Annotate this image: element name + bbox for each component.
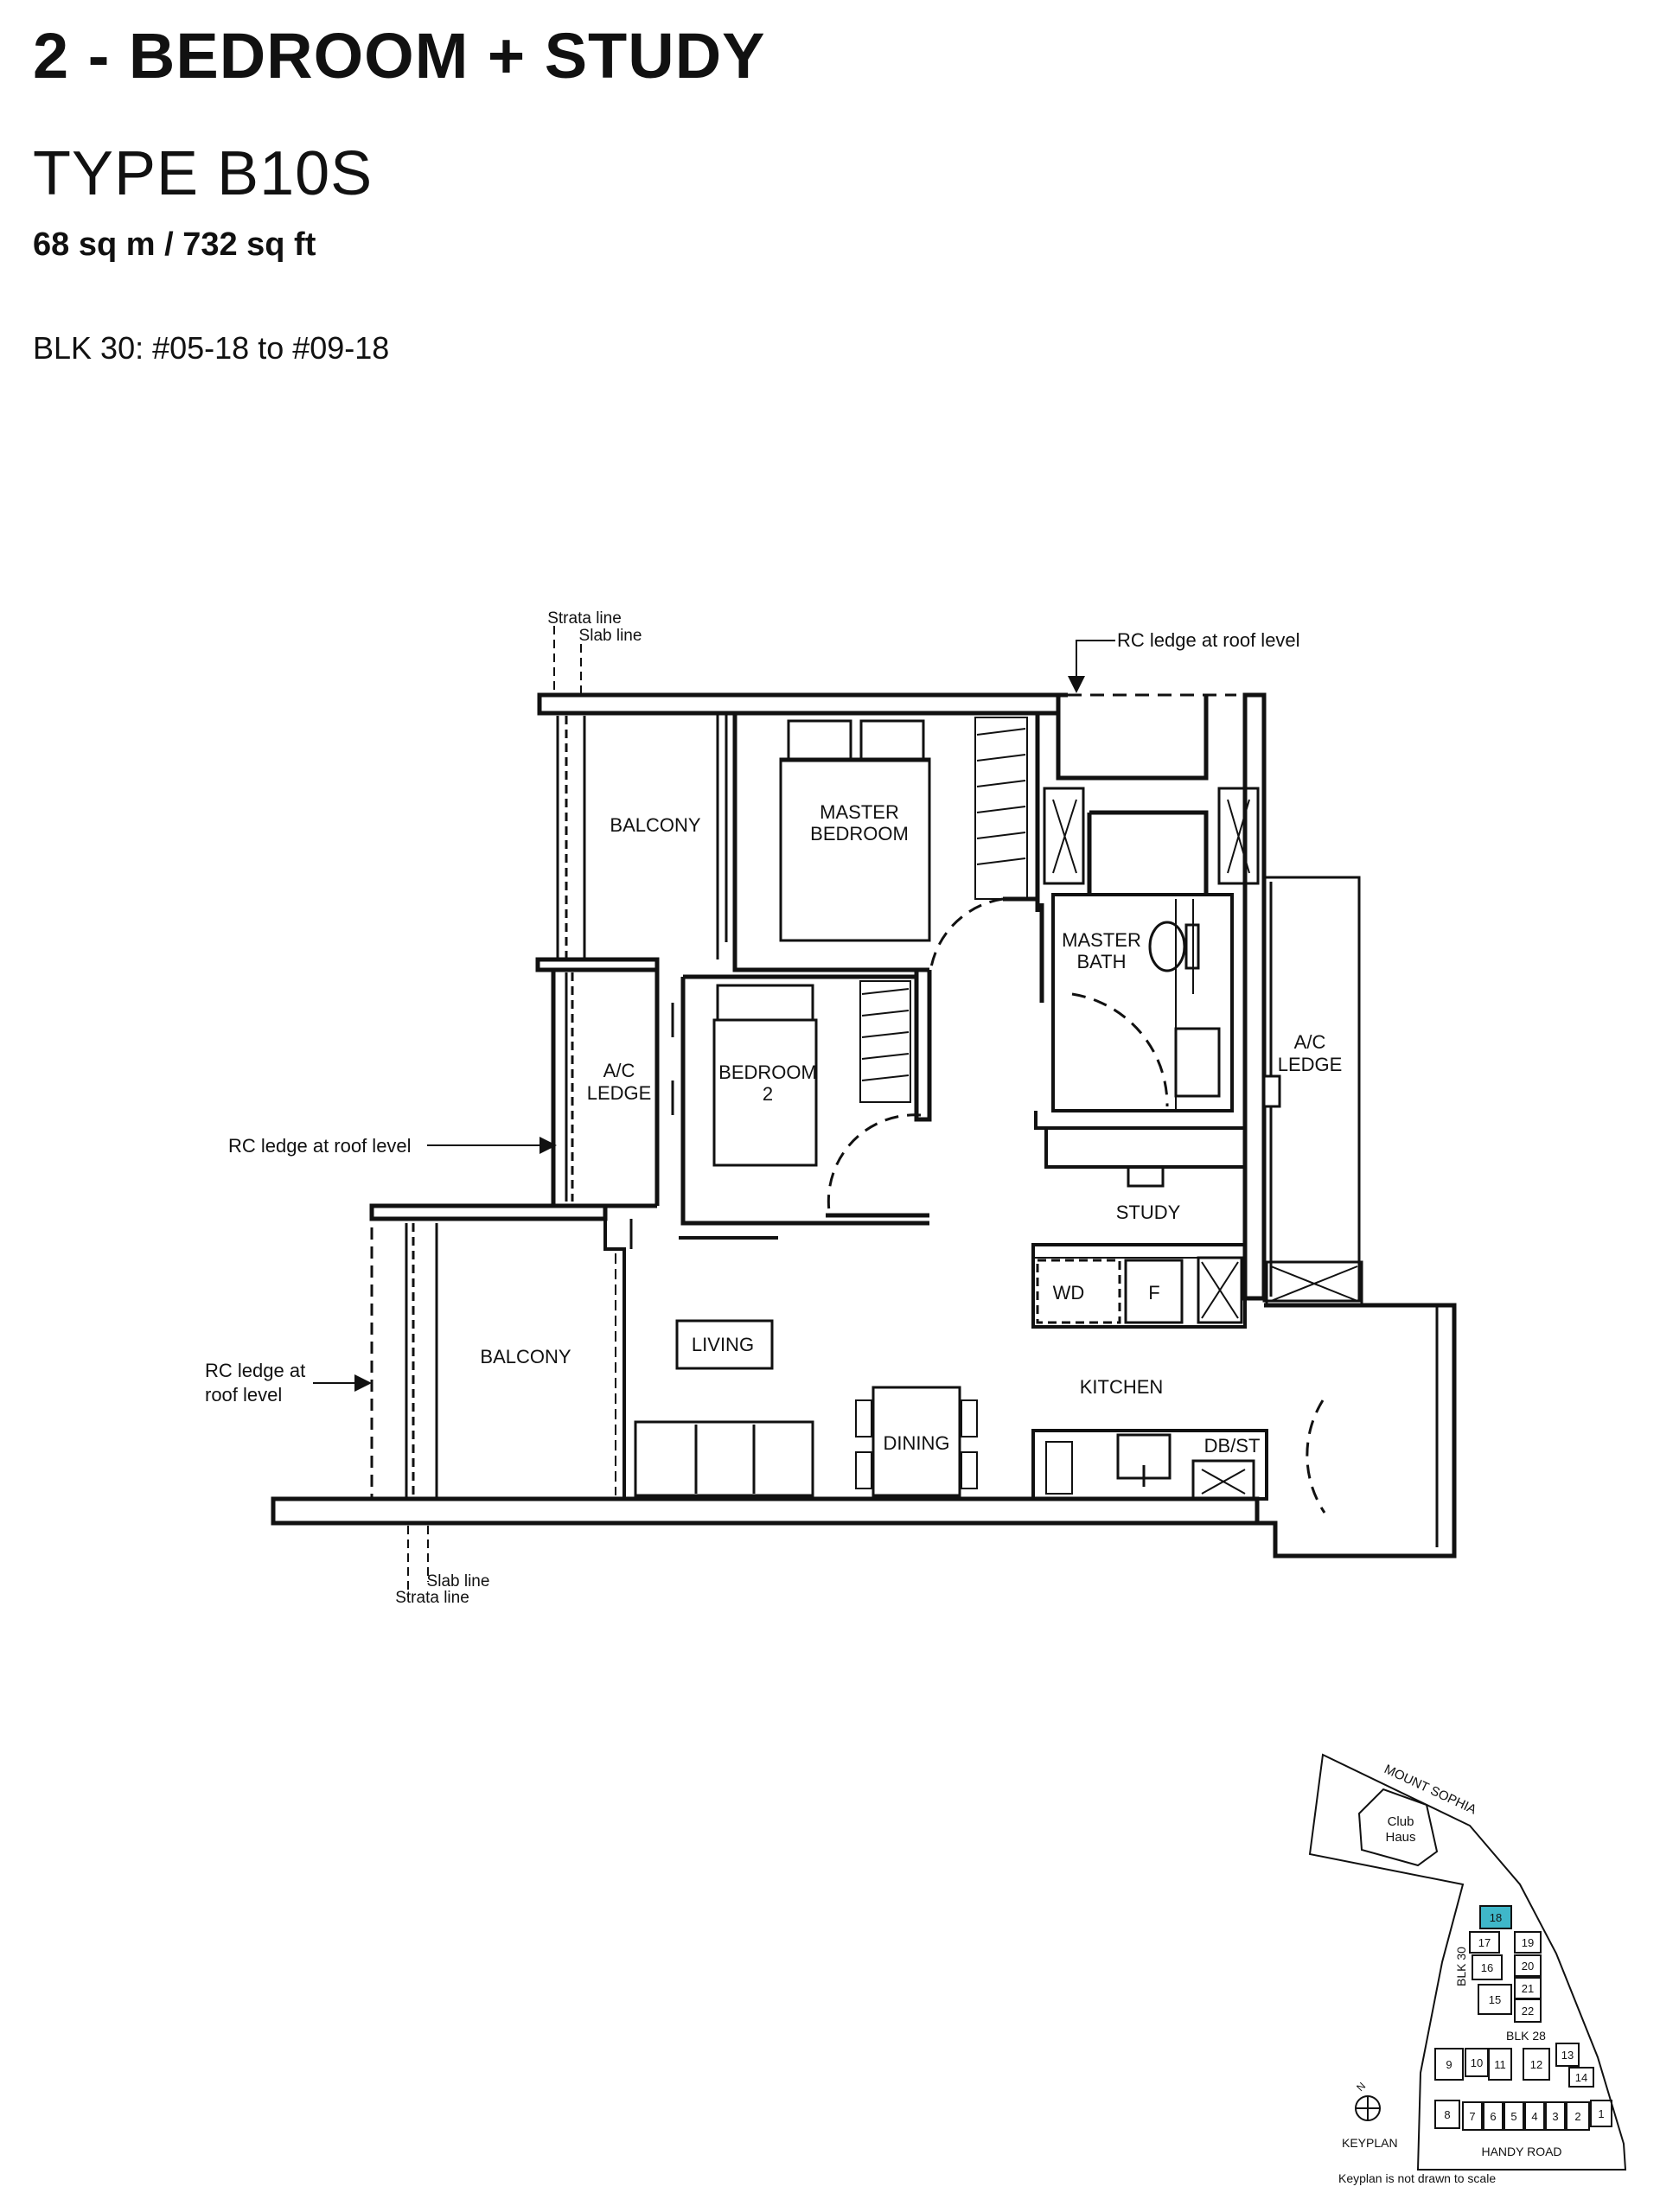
reference-lines <box>407 626 582 1597</box>
svg-text:21: 21 <box>1522 1982 1534 1995</box>
label-fridge: F <box>1148 1282 1159 1304</box>
svg-text:16: 16 <box>1481 1961 1493 1974</box>
unit-area: 68 sq m / 732 sq ft <box>33 226 316 263</box>
keyplan-unit-numbers: 18 17 19 16 20 21 15 22 9 10 11 12 13 14… <box>1444 1911 1604 2123</box>
label-bedroom2-2: 2 <box>763 1083 773 1105</box>
annotation-slab-line-bottom: Slab line <box>427 1572 490 1590</box>
svg-text:17: 17 <box>1478 1936 1491 1949</box>
label-study: STUDY <box>1116 1202 1181 1223</box>
room-labels: BALCONY MASTER BEDROOM MASTER BATH A/C L… <box>480 801 1342 1457</box>
label-ac-ledge-left: A/C <box>603 1060 635 1081</box>
keyplan-north-label: N <box>1354 2080 1368 2094</box>
unit-numbers: BLK 30: #05-18 to #09-18 <box>33 330 390 366</box>
ac-ledge-left <box>565 972 674 1202</box>
outer-walls <box>271 692 1457 1559</box>
keyplan-clubhouse-label: Club <box>1388 1814 1414 1829</box>
balcony-top-glazing <box>556 713 728 959</box>
label-kitchen: KITCHEN <box>1080 1376 1164 1398</box>
study <box>1034 1111 1247 1245</box>
bedroom2-walls <box>654 970 932 1226</box>
keyplan-clubhouse <box>1357 1788 1439 1867</box>
label-wd: WD <box>1053 1282 1085 1304</box>
keyplan-site-outline <box>1308 1753 1627 2171</box>
svg-text:18: 18 <box>1490 1911 1502 1924</box>
annotation-strata-line-top: Strata line <box>547 609 622 628</box>
label-master-bedroom-2: BEDROOM <box>810 823 909 845</box>
label-bedroom2: BEDROOM <box>718 1061 817 1083</box>
label-master-bath: MASTER <box>1062 929 1141 951</box>
label-dining: DINING <box>884 1432 950 1454</box>
keyplan-road-bottom: HANDY ROAD <box>1481 2145 1561 2158</box>
svg-text:13: 13 <box>1561 2049 1574 2062</box>
keyplan-blk30 <box>1469 1905 1542 2023</box>
keyplan-note: Keyplan is not drawn to scale <box>1338 2171 1496 2185</box>
living-dining <box>603 1219 978 1499</box>
annotation-rc-ledge-top: RC ledge at roof level <box>1117 629 1300 651</box>
unit-type-title: TYPE B10S <box>33 139 374 208</box>
plan-annotations: Strata line Slab line RC ledge at roof l… <box>205 609 1300 1607</box>
svg-text:4: 4 <box>1531 2110 1537 2123</box>
svg-text:9: 9 <box>1446 2058 1452 2071</box>
svg-text:20: 20 <box>1522 1960 1534 1973</box>
balcony-bottom <box>370 1208 438 1499</box>
label-balcony-top: BALCONY <box>610 814 700 836</box>
keyplan-title: KEYPLAN <box>1342 2136 1398 2150</box>
svg-text:3: 3 <box>1552 2110 1558 2123</box>
label-living: LIVING <box>692 1334 754 1355</box>
svg-text:8: 8 <box>1444 2108 1450 2121</box>
kitchen-counter-bottom <box>1031 1429 1268 1501</box>
annotation-slab-line-top: Slab line <box>579 627 642 645</box>
master-bed <box>779 719 931 942</box>
svg-text:5: 5 <box>1510 2110 1516 2123</box>
label-ac-ledge-right-2: LEDGE <box>1278 1054 1343 1075</box>
keyplan-blk28 <box>1434 2043 1612 2131</box>
label-balcony-bottom: BALCONY <box>480 1346 571 1367</box>
master-wardrobe <box>974 717 1028 900</box>
svg-text:10: 10 <box>1471 2056 1483 2069</box>
north-arrow-icon <box>1355 2095 1381 2121</box>
svg-text:12: 12 <box>1530 2058 1542 2071</box>
svg-text:19: 19 <box>1522 1936 1534 1949</box>
svg-text:1: 1 <box>1598 2107 1604 2120</box>
keyplan-blk28-label: BLK 28 <box>1506 2029 1546 2043</box>
svg-text:7: 7 <box>1469 2110 1475 2123</box>
svg-text:15: 15 <box>1489 1993 1501 2006</box>
bedroom2-wardrobe <box>859 980 911 1103</box>
keyplan <box>1308 1753 1627 2171</box>
annotation-rc-ledge-bottom-2: roof level <box>205 1384 282 1406</box>
unit-category-title: 2 - BEDROOM + STUDY <box>33 20 766 92</box>
annotation-rc-ledge-bottom: RC ledge at <box>205 1360 305 1381</box>
door-swings <box>827 897 1326 1514</box>
label-master-bedroom: MASTER <box>820 801 899 823</box>
label-dbst: DB/ST <box>1204 1435 1261 1457</box>
bedroom2-bed <box>712 984 818 1167</box>
annotation-leaders <box>313 640 1115 1392</box>
floor-plan <box>271 626 1457 1597</box>
master-bath <box>1035 778 1260 1112</box>
svg-text:22: 22 <box>1522 2005 1534 2018</box>
svg-text:14: 14 <box>1575 2071 1587 2084</box>
keyplan-unit-18 <box>1479 1905 1512 1929</box>
annotation-rc-ledge-mid: RC ledge at roof level <box>228 1135 412 1157</box>
svg-text:2: 2 <box>1574 2110 1580 2123</box>
keyplan-clubhouse-label-2: Haus <box>1385 1830 1415 1845</box>
svg-text:6: 6 <box>1490 2110 1496 2123</box>
label-master-bath-2: BATH <box>1076 951 1126 972</box>
label-ac-ledge-right: A/C <box>1294 1031 1326 1053</box>
annotation-strata-line-bottom: Strata line <box>395 1589 469 1607</box>
keyplan-blk30-label: BLK 30 <box>1454 1947 1468 1986</box>
label-ac-ledge-left-2: LEDGE <box>587 1082 652 1104</box>
kitchen-counter-top <box>1031 1243 1363 1329</box>
svg-text:11: 11 <box>1494 2058 1506 2071</box>
ac-ledge-right <box>1262 876 1361 1303</box>
